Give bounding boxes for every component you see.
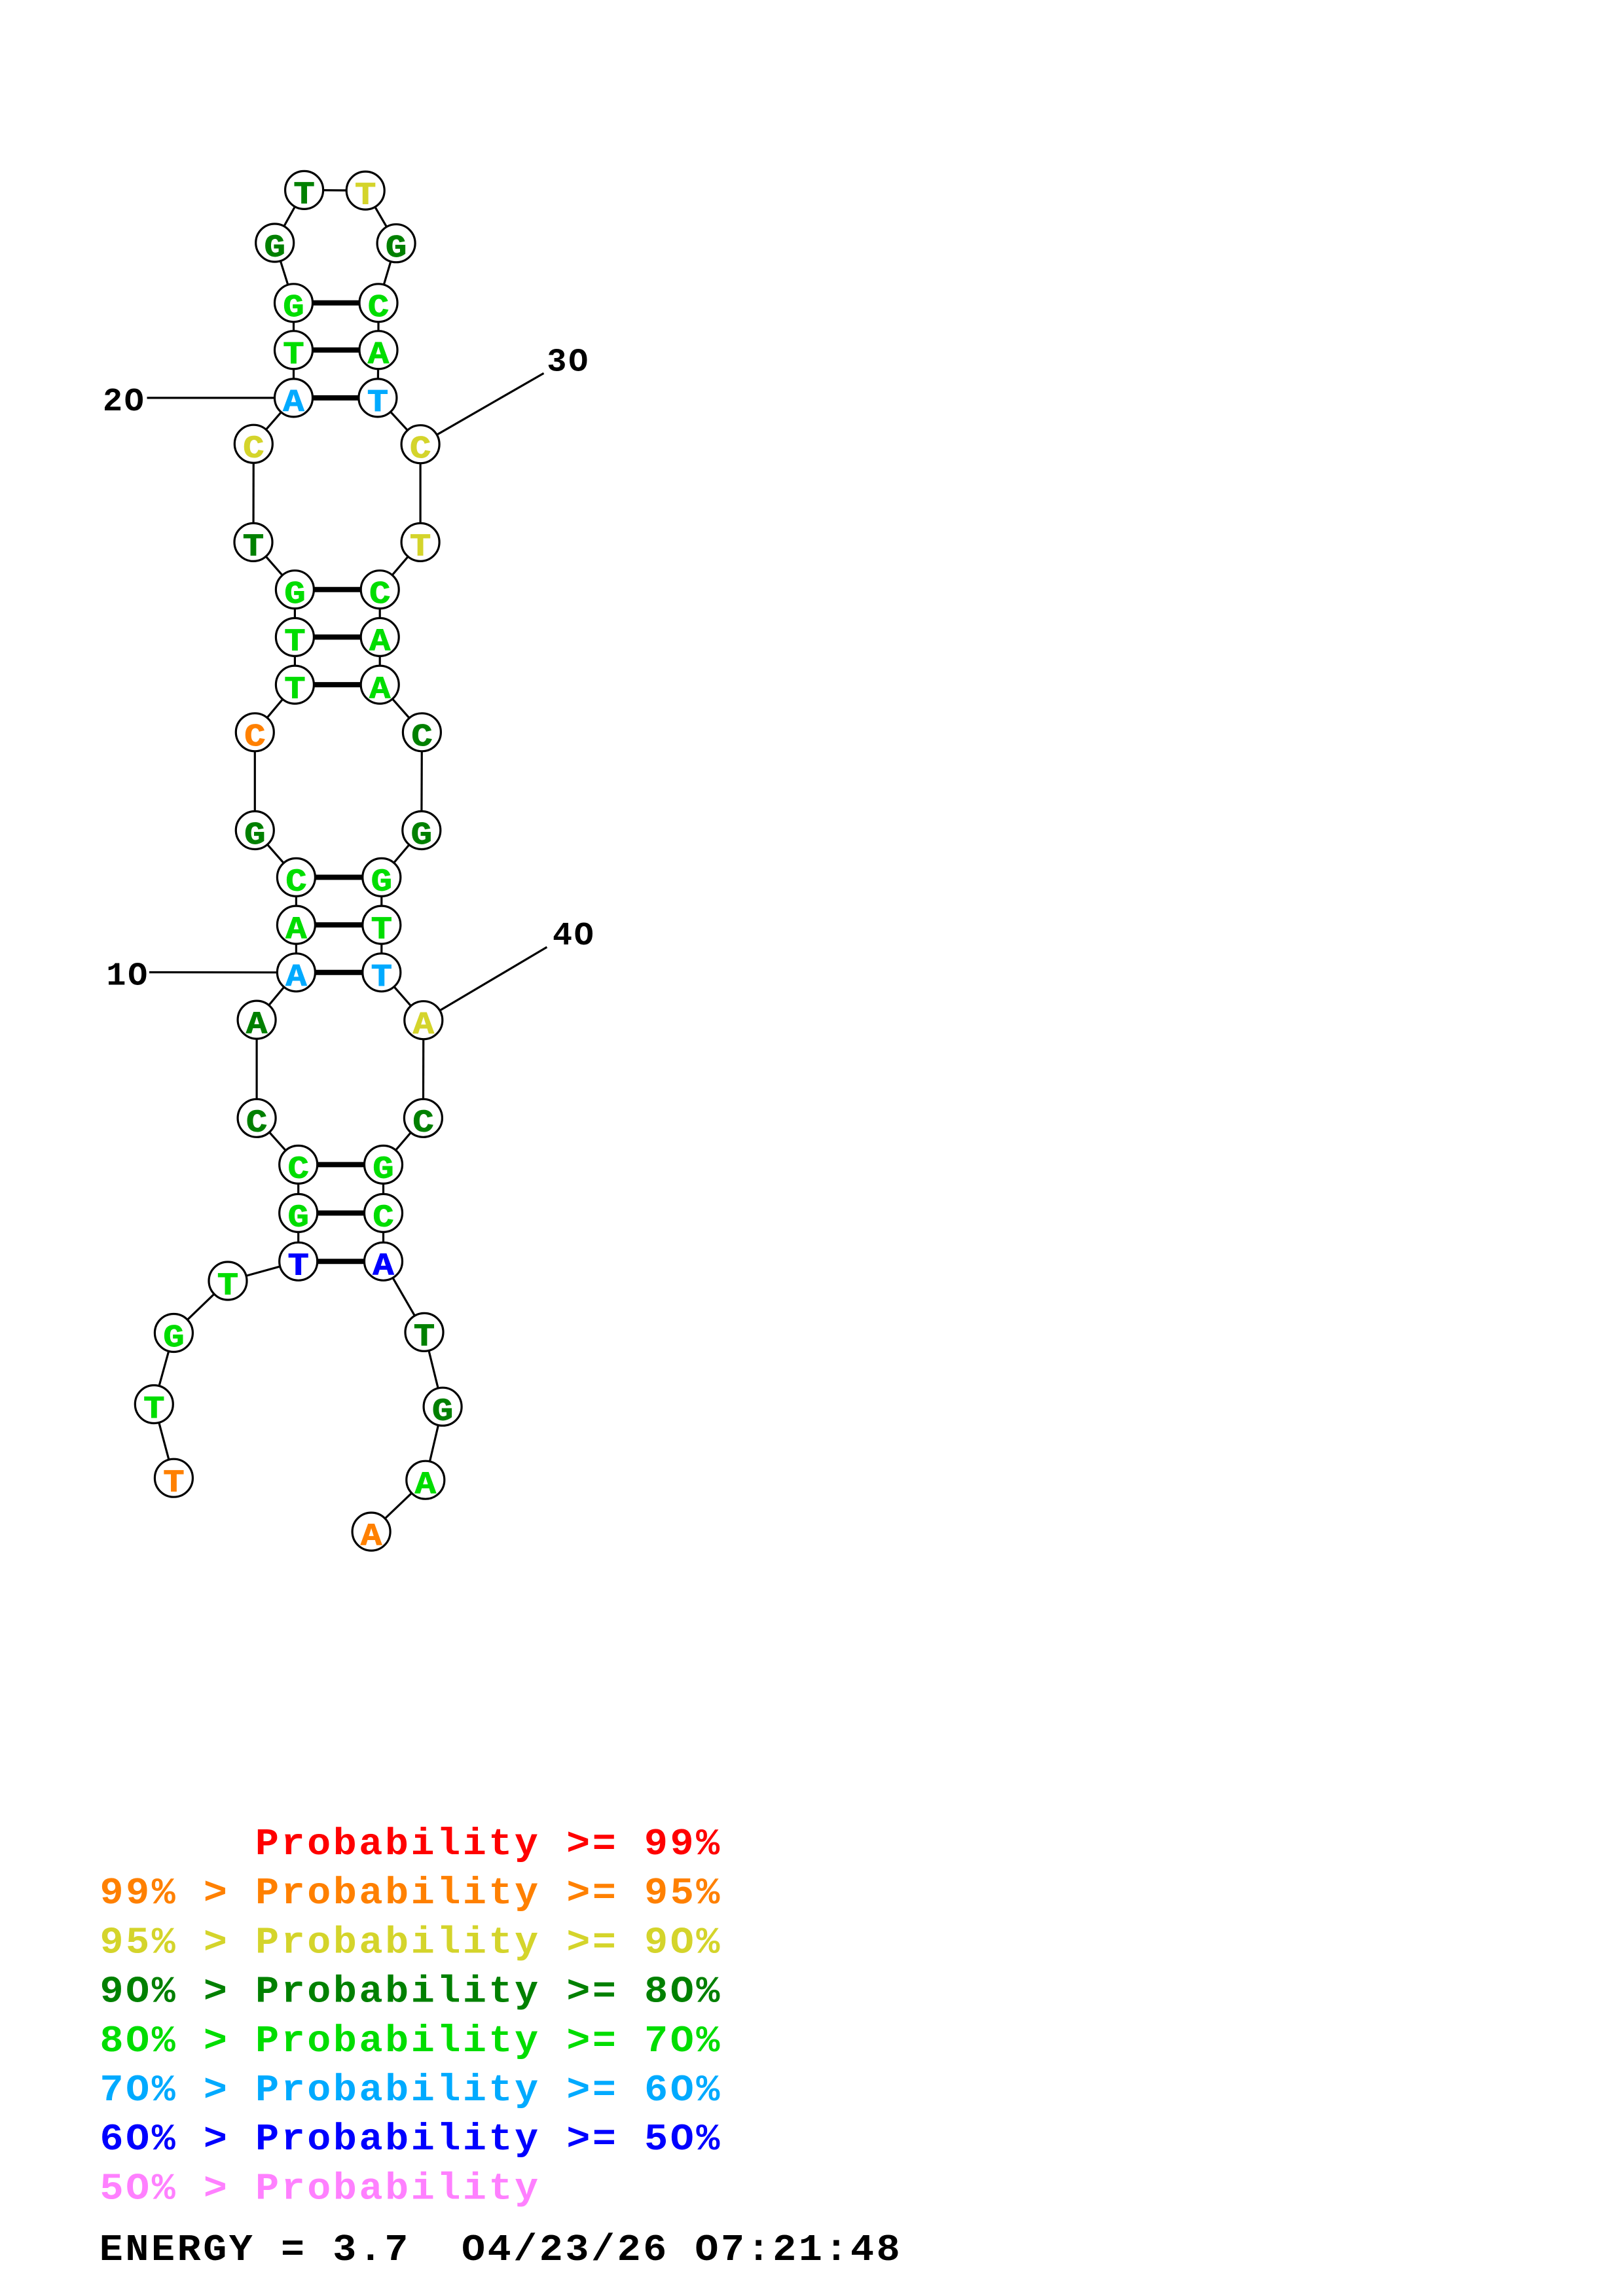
svg-text:G: G <box>244 817 265 853</box>
svg-text:A: A <box>246 1007 268 1043</box>
svg-text:4O: 4O <box>553 918 596 955</box>
svg-text:T: T <box>287 1249 308 1285</box>
svg-text:T: T <box>414 1319 435 1355</box>
svg-text:1O: 1O <box>106 958 149 996</box>
svg-text:ENERGY = 3.7: ENERGY = 3.7 <box>100 2229 410 2271</box>
svg-text:C: C <box>243 431 264 467</box>
svg-text:G: G <box>283 290 304 326</box>
svg-text:T: T <box>410 529 431 565</box>
svg-text:T: T <box>371 912 392 948</box>
svg-text:3O: 3O <box>547 344 590 382</box>
svg-text:A: A <box>415 1467 437 1503</box>
svg-text:T: T <box>284 624 305 660</box>
svg-text:T: T <box>293 177 314 213</box>
svg-text:A: A <box>369 624 391 660</box>
svg-text:T: T <box>355 178 376 214</box>
svg-text:C: C <box>244 719 265 755</box>
svg-text:G: G <box>411 817 432 853</box>
svg-text:8O% > Probability >= 7O%: 8O% > Probability >= 7O% <box>100 2020 722 2062</box>
svg-text:9O% > Probability >= 8O%: 9O% > Probability >= 8O% <box>100 1971 722 2013</box>
svg-text:C: C <box>368 290 389 326</box>
svg-text:T: T <box>143 1391 164 1427</box>
svg-text:T: T <box>283 337 304 373</box>
svg-text:G: G <box>386 230 407 266</box>
svg-text:G: G <box>287 1200 308 1236</box>
svg-text:A: A <box>285 960 307 996</box>
svg-text:2O: 2O <box>103 384 146 421</box>
svg-text:Probability >= 99%: Probability >= 99% <box>255 1823 722 1865</box>
svg-text:6O% > Probability >= 5O%: 6O% > Probability >= 5O% <box>100 2118 722 2161</box>
svg-text:A: A <box>285 912 307 948</box>
svg-text:A: A <box>373 1249 394 1285</box>
svg-text:T: T <box>217 1268 238 1304</box>
svg-text:T: T <box>163 1465 184 1501</box>
svg-text:C: C <box>285 865 306 901</box>
svg-text:C: C <box>246 1105 267 1141</box>
svg-text:C: C <box>410 431 431 467</box>
svg-text:T: T <box>284 672 305 708</box>
svg-text:G: G <box>373 1152 393 1188</box>
svg-text:T: T <box>367 385 388 421</box>
svg-text:C: C <box>369 577 390 613</box>
svg-text:G: G <box>432 1394 453 1430</box>
svg-text:T: T <box>371 960 392 996</box>
svg-text:95% > Probability >= 9O%: 95% > Probability >= 9O% <box>100 1922 722 1964</box>
svg-text:A: A <box>283 385 304 421</box>
svg-text:C: C <box>412 1105 433 1141</box>
svg-text:C: C <box>373 1200 393 1236</box>
svg-text:A: A <box>368 337 390 373</box>
svg-text:A: A <box>361 1519 382 1555</box>
svg-text:C: C <box>411 719 432 755</box>
svg-text:T: T <box>243 529 264 565</box>
svg-text:A: A <box>369 672 391 708</box>
svg-text:G: G <box>163 1320 184 1356</box>
svg-text:C: C <box>287 1152 308 1188</box>
svg-text:5O% > Probability: 5O% > Probability <box>100 2168 541 2210</box>
svg-text:A: A <box>413 1007 435 1043</box>
svg-text:G: G <box>284 577 305 613</box>
svg-text:O4/23/26 O7:21:48: O4/23/26 O7:21:48 <box>462 2229 902 2271</box>
svg-text:G: G <box>264 230 285 266</box>
svg-text:99% > Probability >= 95%: 99% > Probability >= 95% <box>100 1872 722 1914</box>
svg-text:G: G <box>371 865 392 901</box>
svg-text:7O% > Probability >= 6O%: 7O% > Probability >= 6O% <box>100 2069 722 2111</box>
